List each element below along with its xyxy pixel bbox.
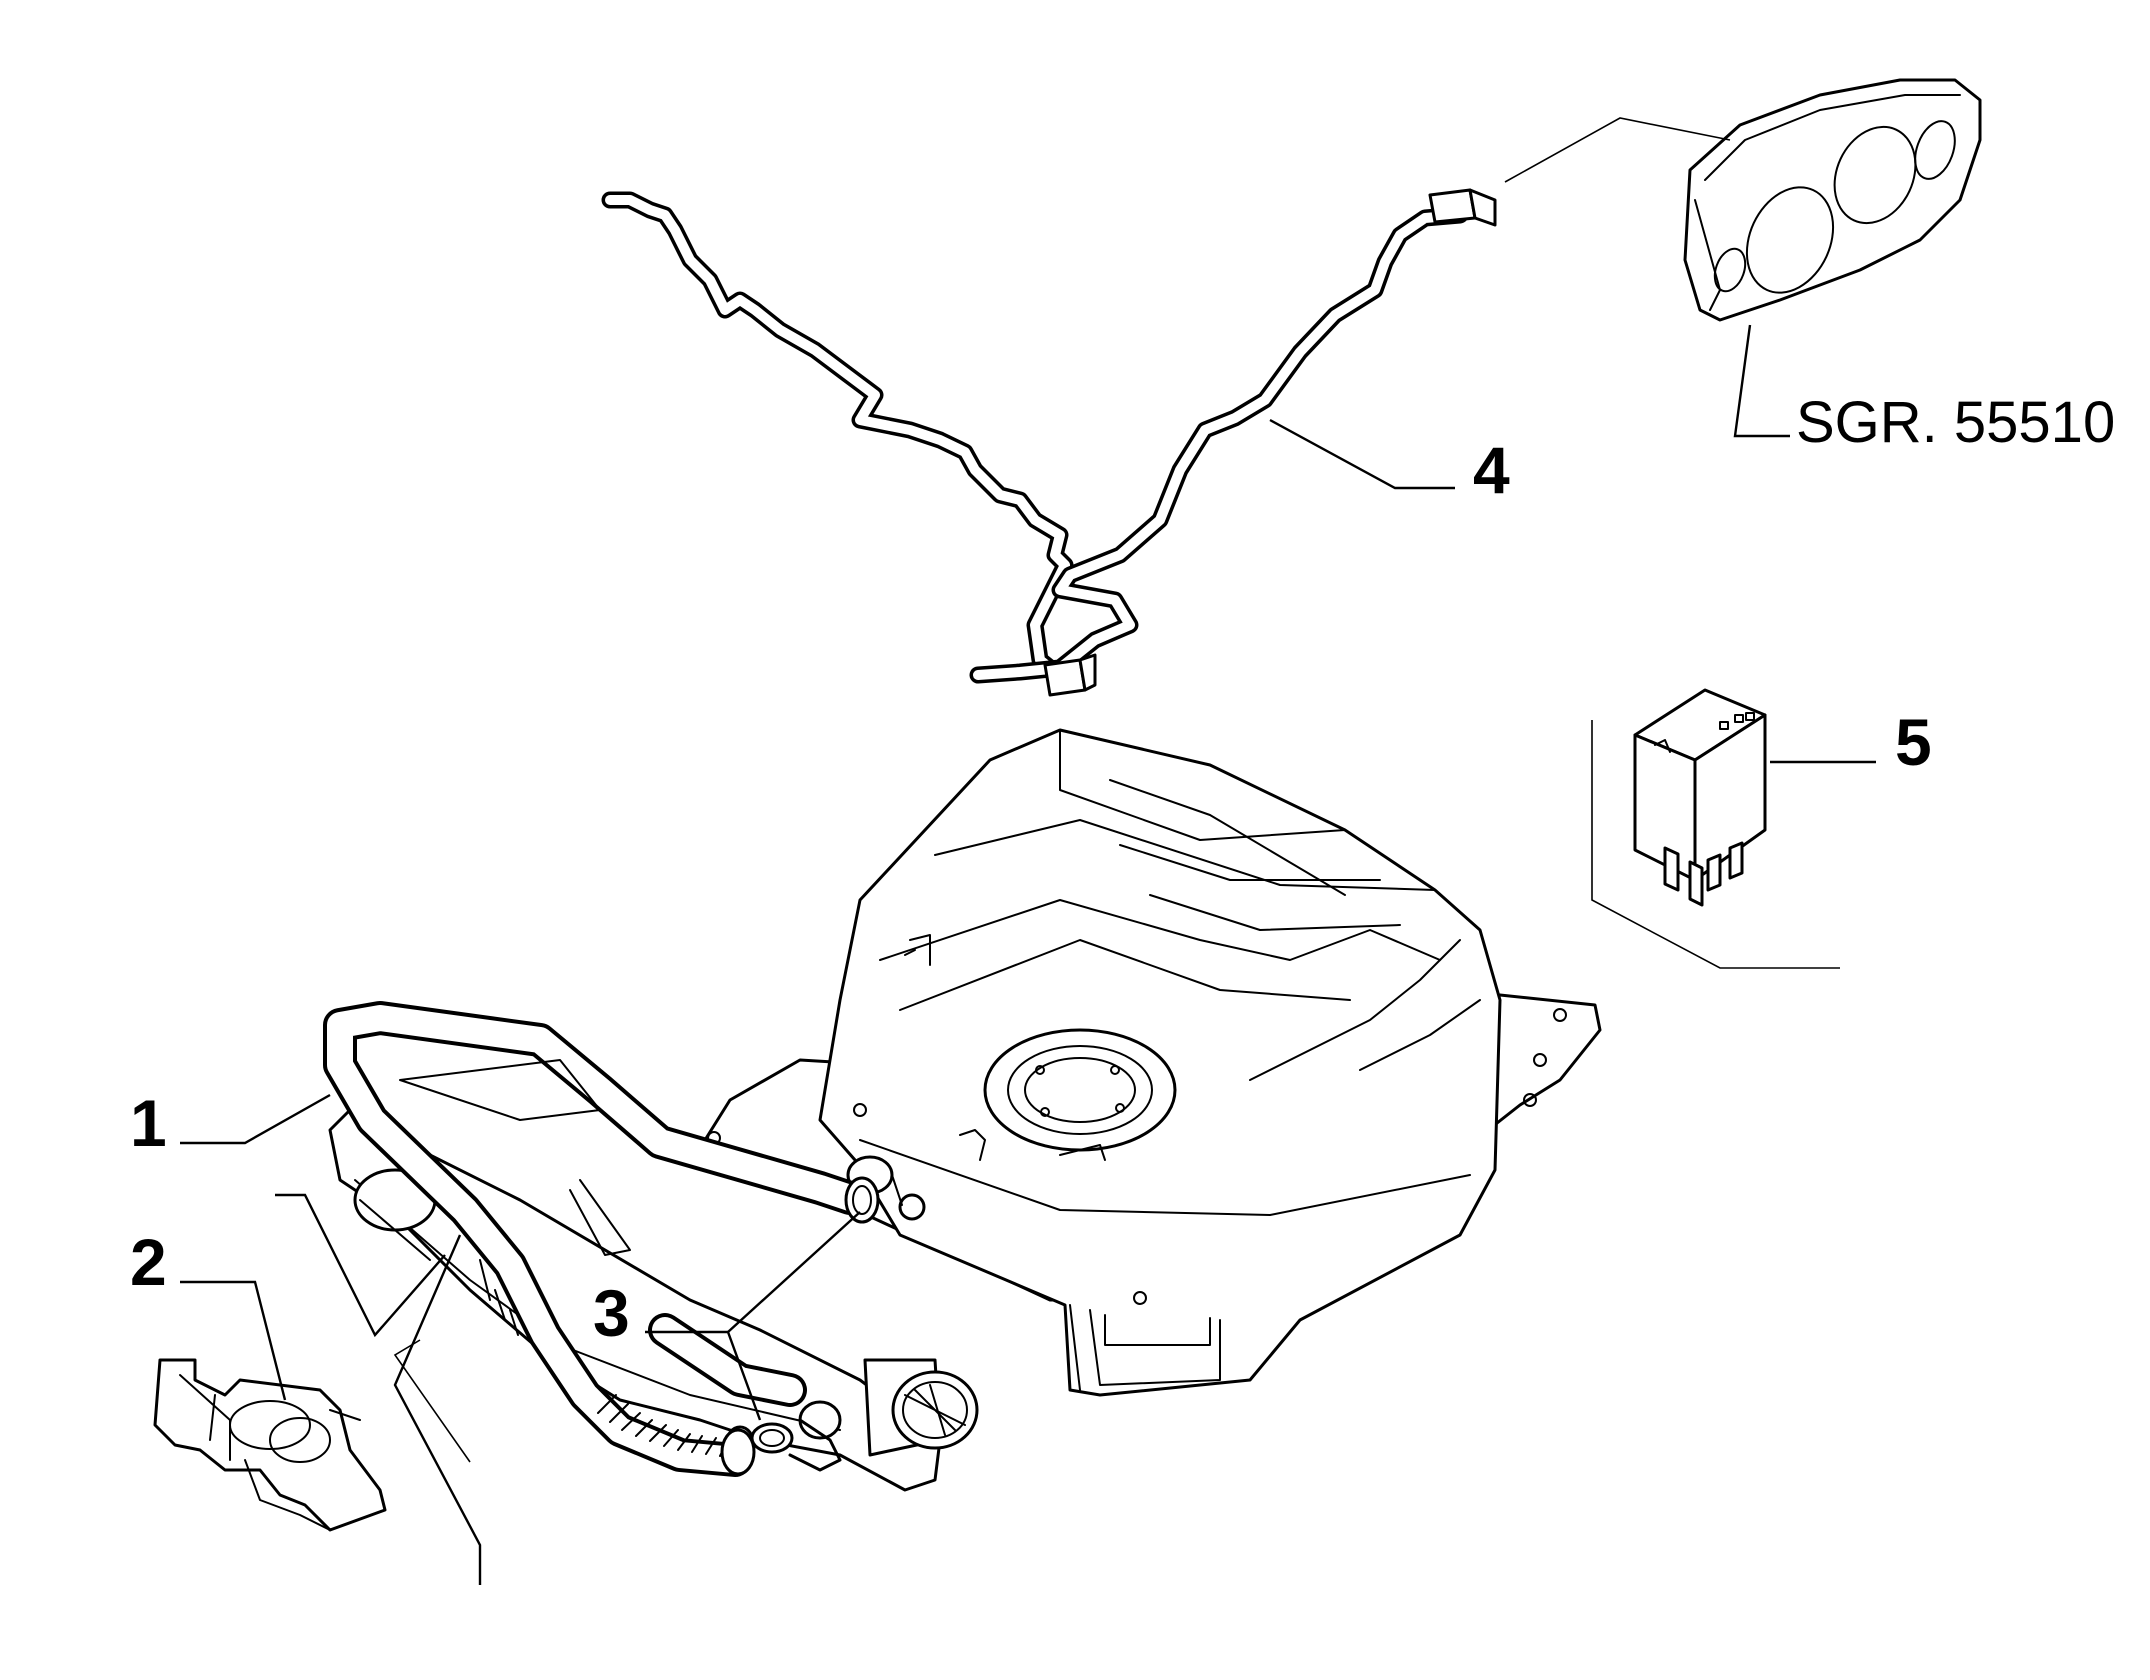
leader-lines [180, 117, 1876, 1585]
wiring-harness-part-4 [601, 188, 1497, 697]
callout-label-4: 4 [1473, 433, 1510, 507]
fuel-tank-drawing [703, 728, 1602, 1397]
bracket-part-2 [153, 1358, 387, 1532]
clamp-part-3 [750, 1176, 880, 1454]
instrument-cluster-drawing [1683, 78, 1982, 322]
relay-part-5 [1633, 688, 1767, 907]
callout-label-1: 1 [130, 1086, 167, 1160]
callout-label-2: 2 [130, 1225, 167, 1299]
reference-label-sgr: SGR. 55510 [1796, 390, 2115, 455]
hose-part-1 [323, 1001, 867, 1477]
callout-label-3: 3 [593, 1276, 630, 1350]
callout-label-5: 5 [1895, 705, 1932, 779]
